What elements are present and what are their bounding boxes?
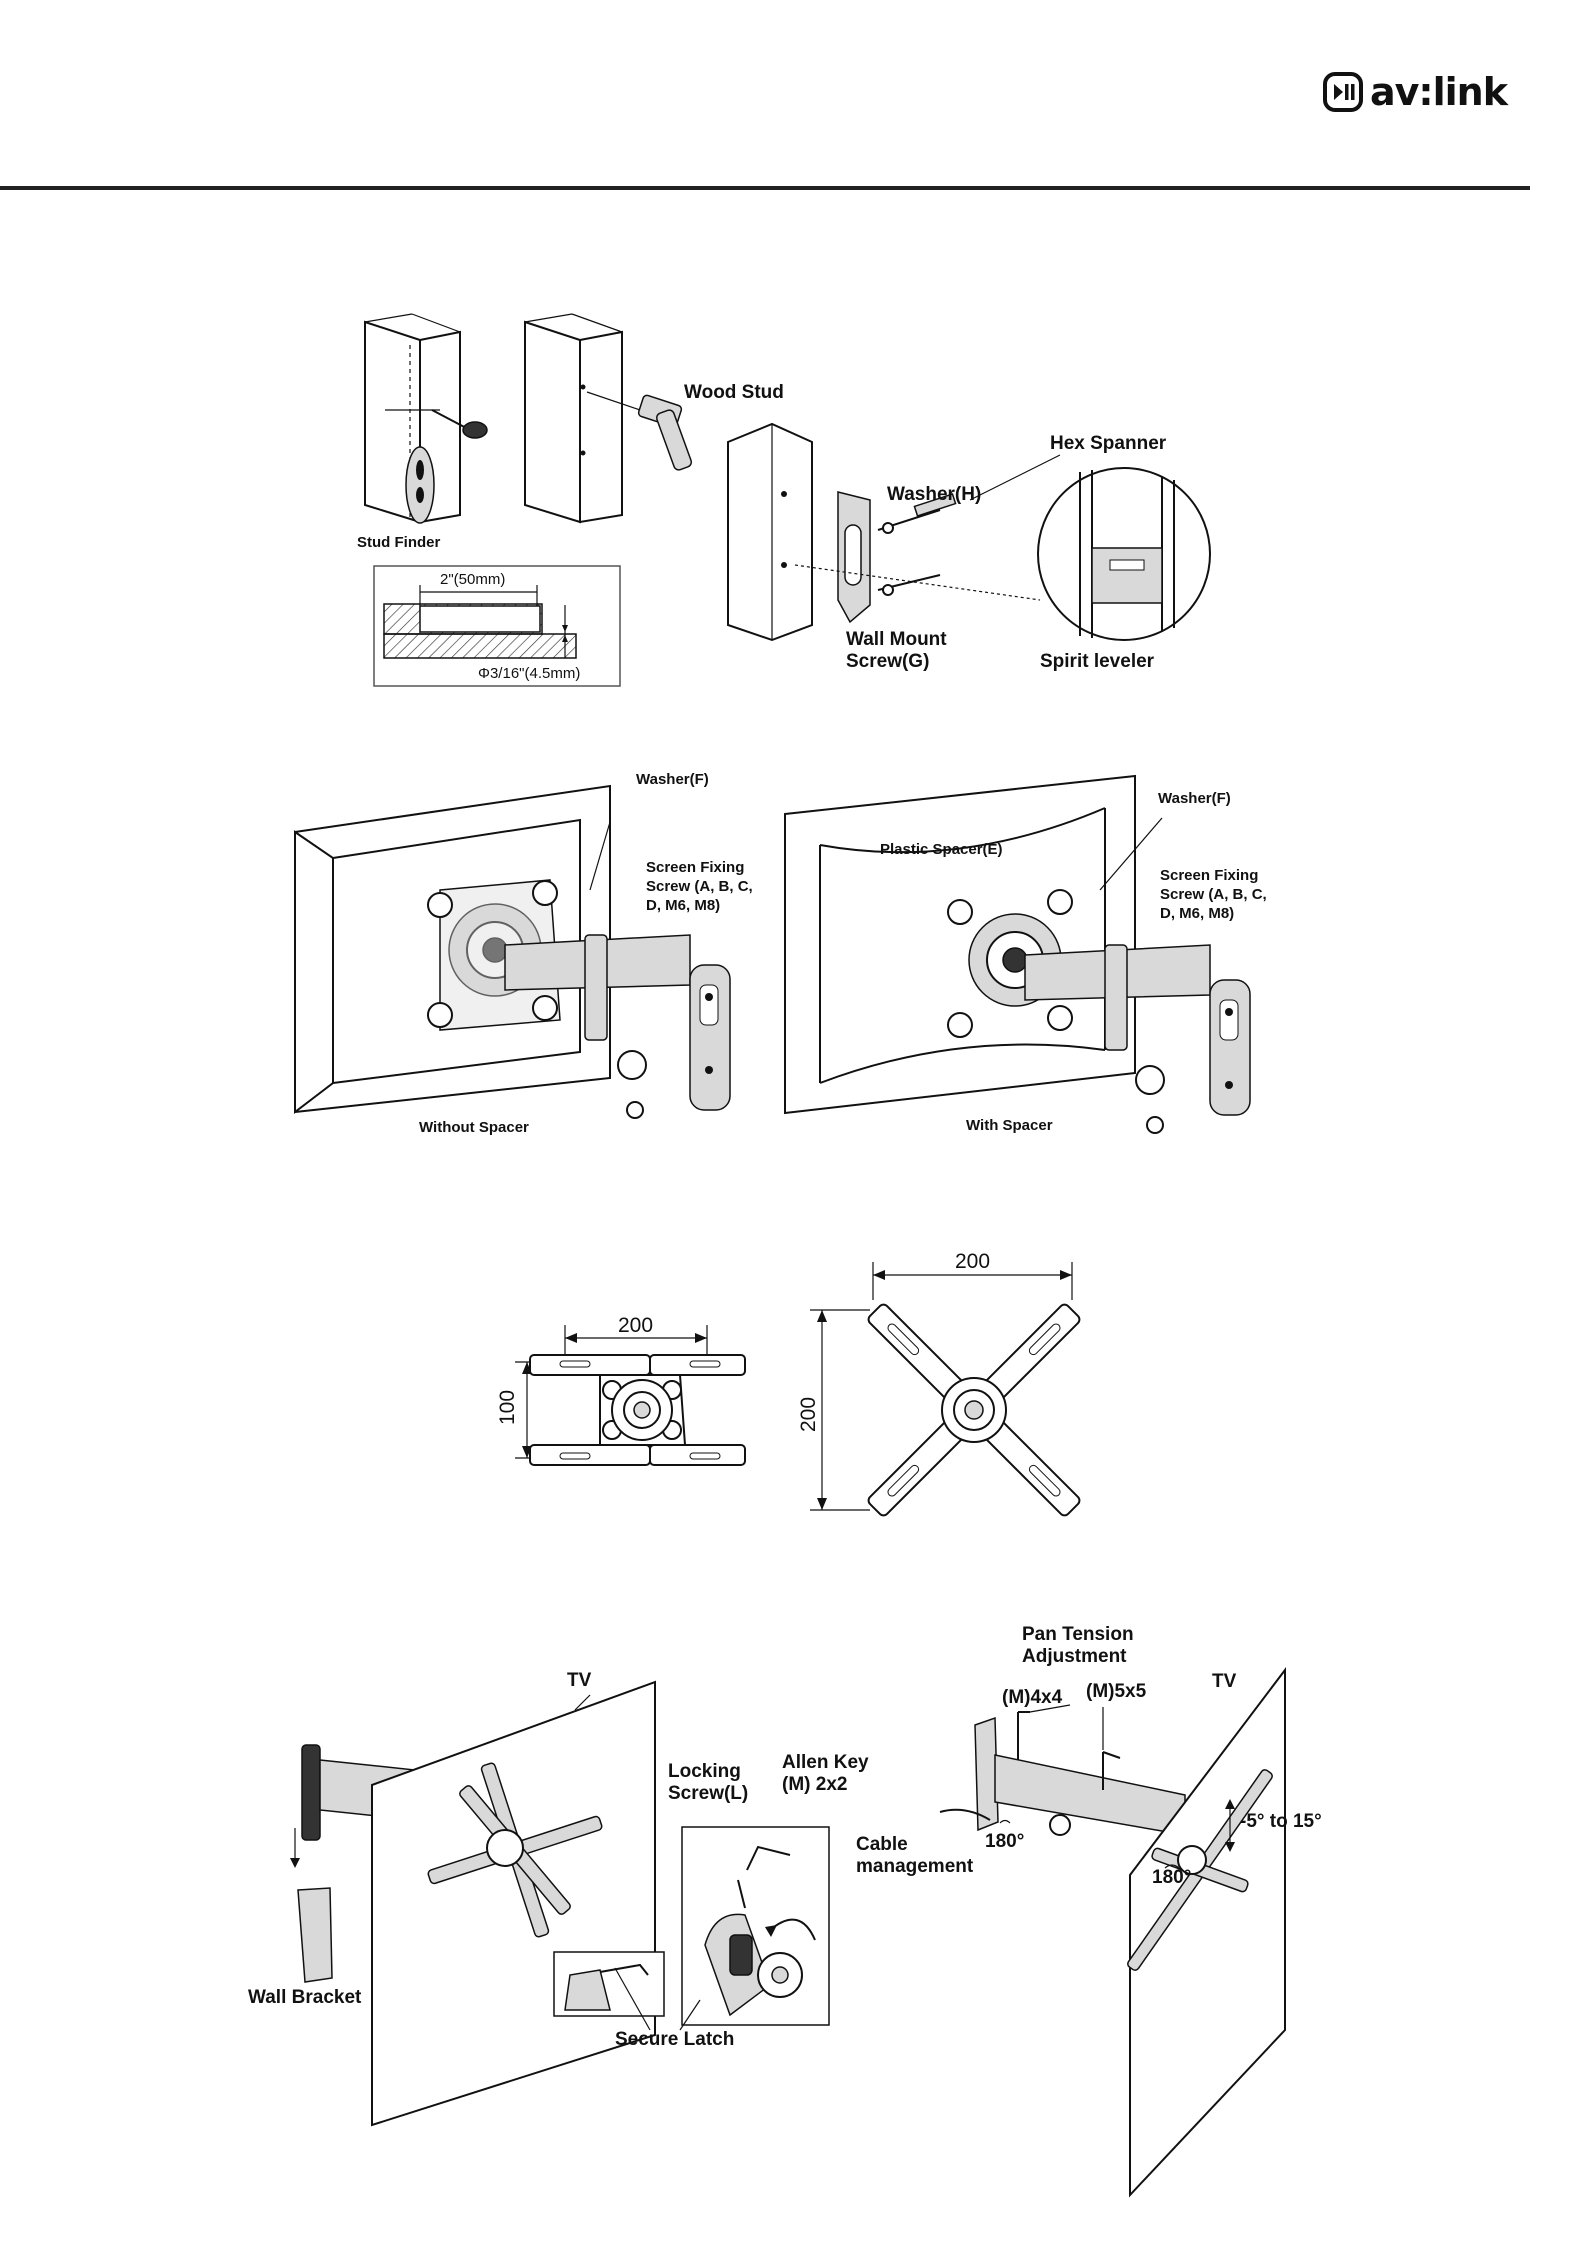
dim-drill-diameter: Φ3/16"(4.5mm) [478, 665, 580, 682]
label-pan-tension-line2: Adjustment [1022, 1646, 1127, 1667]
label-wall-mount-screw-line1: Wall Mount [846, 629, 947, 650]
label-cable-management-line1: Cable [856, 1834, 908, 1855]
label-hex-spanner: Hex Spanner [1050, 433, 1167, 454]
label-washer-f-left: Washer(F) [636, 771, 709, 788]
dim-right-width: 200 [955, 1250, 990, 1273]
step1-wall-plate-illustration [727, 422, 1041, 642]
dim-left-height: 100 [496, 1390, 519, 1425]
label-allen-key-line1: Allen Key [782, 1752, 869, 1773]
brand-logo: av:link [1322, 70, 1508, 114]
label-wall-bracket: Wall Bracket [248, 1987, 362, 2008]
label-m5x5: (M)5x5 [1086, 1681, 1147, 1702]
label-screen-fixing-right-line2: Screw (A, B, C, [1160, 886, 1267, 903]
dim-left-width: 200 [618, 1314, 653, 1337]
label-wall-mount-screw-line2: Screw(G) [846, 651, 929, 672]
step3-vesa-100x200-diagram [515, 1325, 746, 1466]
label-wood-stud: Wood Stud [684, 382, 784, 403]
label-screen-fixing-right-line3: D, M6, M8) [1160, 905, 1234, 922]
label-m4x4: (M)4x4 [1002, 1687, 1063, 1708]
label-washer-h: Washer(H) [887, 484, 981, 505]
logo-play-pause-icon [1323, 72, 1363, 112]
label-plastic-spacer: Plastic Spacer(E) [880, 841, 1003, 858]
step1-stud-finder-illustration [364, 313, 488, 524]
label-allen-key-line2: (M) 2x2 [782, 1774, 847, 1795]
label-cable-management-line2: management [856, 1856, 974, 1877]
dim-drill-width: 2"(50mm) [440, 571, 505, 588]
label-locking-screw-line2: Screw(L) [668, 1783, 748, 1804]
step1-drill-illustration [524, 313, 693, 524]
step4-locking-screw-zoom [681, 1826, 830, 2026]
label-screen-fixing-left-line1: Screen Fixing [646, 859, 744, 876]
label-pan-tension-line1: Pan Tension [1022, 1624, 1134, 1645]
label-locking-screw-line1: Locking [668, 1761, 741, 1782]
label-washer-f-right: Washer(F) [1158, 790, 1231, 807]
step4-secure-latch-zoom [553, 1951, 701, 2031]
caption-with-spacer: With Spacer [966, 1117, 1053, 1134]
caption-without-spacer: Without Spacer [419, 1119, 529, 1136]
label-tv-left: TV [567, 1670, 592, 1691]
label-tv-right: TV [1212, 1671, 1237, 1692]
label-tilt-range: -5° to 15° [1240, 1811, 1322, 1832]
step3-vesa-200x200-diagram [810, 1262, 1081, 1517]
step4-hang-tv-illustration [290, 1680, 656, 2127]
step4-adjustment-illustration [939, 1667, 1286, 2198]
header-divider [0, 186, 1530, 190]
step1-drill-guide-diagram [373, 565, 621, 687]
label-stud-finder: Stud Finder [357, 534, 440, 551]
dim-right-height: 200 [797, 1397, 820, 1432]
label-rotation-180-b: 180° [1152, 1867, 1191, 1888]
label-rotation-180-a: 180° [985, 1831, 1024, 1852]
logo-text: av:link [1370, 70, 1508, 114]
label-secure-latch: Secure Latch [615, 2029, 734, 2050]
step1-spirit-level-zoom [1037, 467, 1211, 641]
label-screen-fixing-right-line1: Screen Fixing [1160, 867, 1258, 884]
step2-without-spacer-illustration [294, 784, 731, 1119]
label-screen-fixing-left-line3: D, M6, M8) [646, 897, 720, 914]
step2-with-spacer-illustration [784, 774, 1251, 1134]
label-spirit-leveler: Spirit leveler [1040, 651, 1155, 672]
label-screen-fixing-left-line2: Screw (A, B, C, [646, 878, 753, 895]
